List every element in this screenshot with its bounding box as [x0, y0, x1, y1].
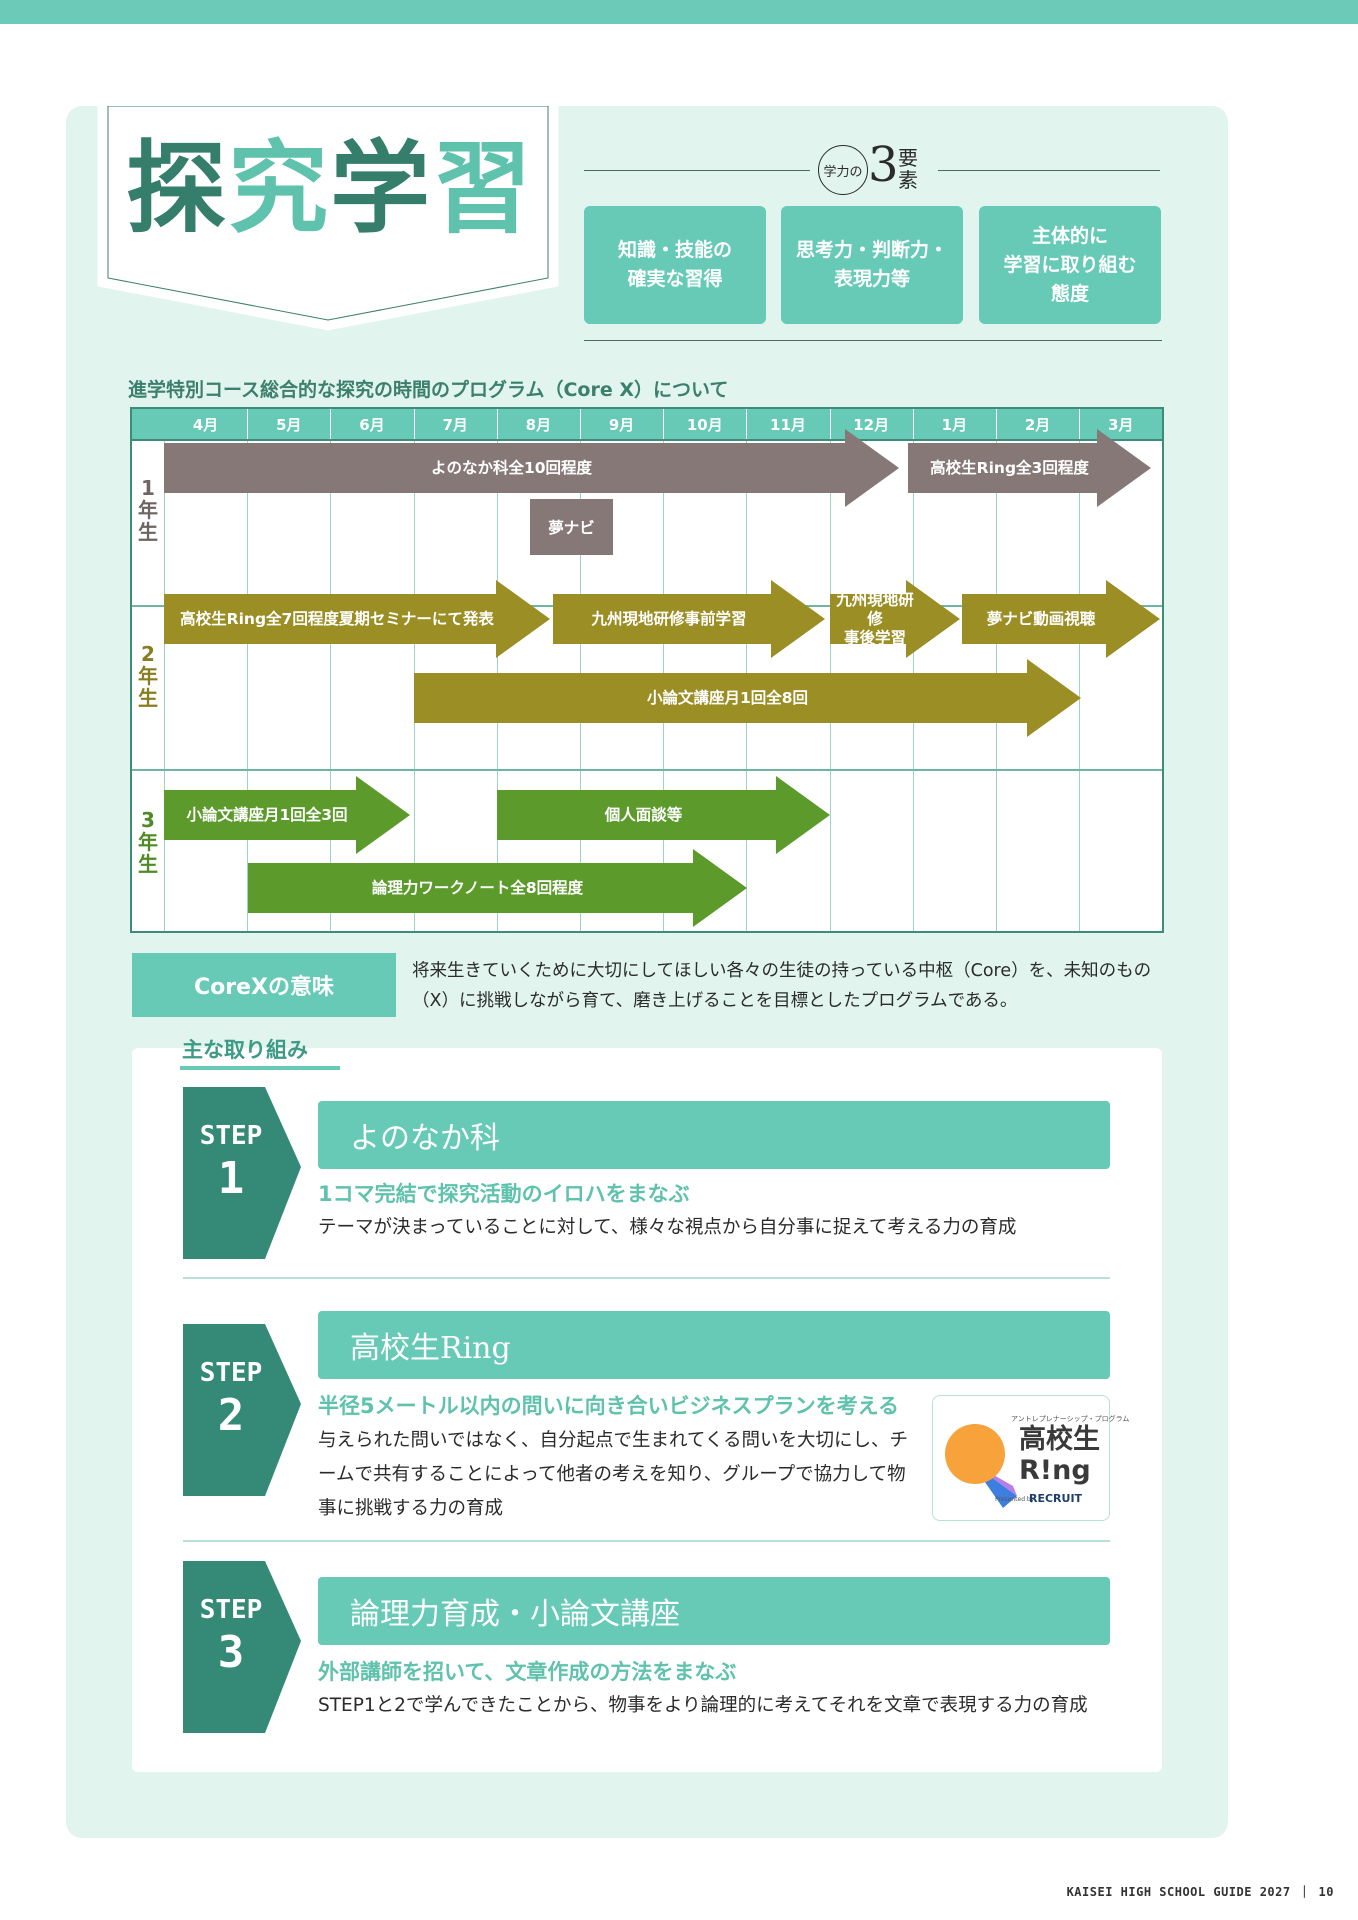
- schedule-bar: 高校生Ring全3回程度: [908, 429, 1151, 507]
- badge-suffix: 要素: [898, 146, 918, 192]
- efforts-title-underline: [180, 1066, 340, 1070]
- step-3-description: STEP1と2で学んできたことから、物事をより論理的に考えてそれを文章で表現する…: [318, 1695, 1088, 1716]
- grid-line: [330, 439, 332, 931]
- elements-rule-right: [938, 170, 1160, 171]
- step-2-subtitle: 半径5メートル以内の問いに向き合いビジネスプランを考える: [318, 1394, 899, 1418]
- schedule-bar-label: 夢ナビ: [548, 519, 595, 537]
- header-divider: [413, 409, 415, 439]
- schedule-bar-label: 九州現地研修事前学習: [591, 609, 747, 628]
- schedule-bar-label: 小論文講座月1回全3回: [186, 805, 348, 824]
- header-divider: [496, 409, 498, 439]
- efforts-title: 主な取り組み: [182, 1038, 308, 1062]
- header-divider: [746, 409, 748, 439]
- step-1-description: テーマが決まっていることに対して、様々な視点から自分事に捉えて考える力の育成: [318, 1217, 1017, 1238]
- schedule-header: [132, 409, 1162, 439]
- month-header: 8月: [525, 415, 552, 434]
- month-header: 2月: [1024, 415, 1051, 434]
- program-title: 進学特別コース総合的な探究の時間のプログラム（Core X）について: [128, 379, 729, 401]
- month-header: 3月: [1108, 415, 1134, 434]
- schedule-bar-label: 個人面談等: [604, 805, 683, 824]
- corex-label: CoreXの意味: [132, 953, 396, 1017]
- badge-circle: 学力の: [818, 145, 868, 195]
- schedule-bar: 高校生Ring全7回程度夏期セミナーにて発表: [164, 580, 550, 658]
- header-divider: [1079, 409, 1081, 439]
- schedule-bar-label: 夢ナビ動画視聴: [986, 609, 1096, 628]
- schedule-bar: 小論文講座月1回全8回: [414, 659, 1081, 737]
- title-banner: [94, 106, 562, 332]
- grid-line: [247, 439, 249, 931]
- header-divider: [829, 409, 831, 439]
- step-3-badge: STEP 3: [183, 1561, 301, 1733]
- month-header: 11月: [770, 415, 806, 434]
- header-divider: [330, 409, 332, 439]
- month-header: 4月: [192, 415, 219, 434]
- schedule-bar-label: 論理力ワークノート全8回程度: [371, 878, 584, 897]
- header-rule: [132, 439, 1162, 441]
- elements-rule-left: [584, 170, 810, 171]
- schedule-bar-label: 高校生Ring全3回程度: [930, 458, 1089, 477]
- month-header: 5月: [276, 415, 302, 434]
- step-3-subtitle: 外部講師を招いて、文章作成の方法をまなぶ: [318, 1660, 737, 1684]
- year-label-2: 2 年 生: [138, 642, 158, 710]
- badge-number: 3: [868, 137, 899, 193]
- month-header: 9月: [608, 415, 635, 434]
- month-header: 7月: [442, 415, 468, 434]
- step-2-title: 高校生Ring: [318, 1311, 1110, 1379]
- year-label-1: 1 年 生: [138, 476, 158, 544]
- header-divider: [580, 409, 581, 439]
- corex-description: 将来生きていくために大切にしてほしい各々の生徒の持っている中枢（Core）を、未…: [412, 961, 1152, 1011]
- step-2-badge: STEP 2: [183, 1324, 301, 1496]
- step-divider-1: [183, 1277, 1110, 1279]
- schedule-bar-label: 小論文講座月1回全8回: [646, 688, 809, 707]
- step-3-title: 論理力育成・小論文講座: [318, 1577, 1110, 1645]
- header-divider: [996, 409, 997, 439]
- grid-line: [1079, 439, 1081, 931]
- step-2-description: 与えられた問いではなく、自分起点で生まれてくる問いを大切にし、チームで共有するこ…: [318, 1430, 908, 1519]
- year-label-3: 3 年 生: [138, 808, 158, 876]
- element-box-thinking: 思考力・判断力・ 表現力等: [781, 206, 963, 324]
- header-divider: [247, 409, 249, 439]
- footer: KAISEI HIGH SCHOOL GUIDE 2027 ｜ 10: [1066, 1885, 1334, 1899]
- element-box-knowledge: 知識・技能の 確実な習得: [584, 206, 766, 324]
- row-divider-2: [132, 769, 1162, 771]
- schedule-bar-label: よのなか科全10回程度: [430, 458, 593, 477]
- step-1-title: よのなか科: [318, 1101, 1110, 1169]
- month-header: 10月: [686, 415, 723, 434]
- month-header: 12月: [853, 415, 890, 434]
- schedule-bar-label: 九州現地研修 事後学習: [836, 590, 914, 647]
- element-box-attitude: 主体的に 学習に取り組む 態度: [979, 206, 1161, 324]
- ring-logo: アントレプレナーシップ・プログラム 高校生 R!ng Presented by …: [932, 1395, 1129, 1521]
- header-divider: [912, 409, 914, 439]
- month-header: 1月: [941, 415, 968, 434]
- step-1-badge: STEP 1: [183, 1087, 301, 1259]
- schedule-bar: 九州現地研修 事後学習: [830, 580, 960, 658]
- header-divider: [663, 409, 665, 439]
- page-title: 探究学習: [126, 129, 534, 247]
- grid-line: [164, 439, 165, 931]
- schedule-bar: 夢ナビ: [530, 499, 613, 555]
- schedule-bar: 夢ナビ動画視聴: [962, 580, 1160, 658]
- schedule-bar: 小論文講座月1回全3回: [164, 776, 410, 854]
- step-divider-2: [183, 1540, 1110, 1542]
- month-header: 6月: [359, 415, 385, 434]
- top-accent-bar: [0, 0, 1358, 24]
- schedule-bar: 九州現地研修事前学習: [553, 580, 825, 658]
- step-1-subtitle: 1コマ完結で探究活動のイロハをまなぶ: [318, 1182, 690, 1206]
- schedule-bar: よのなか科全10回程度: [164, 429, 899, 507]
- three-elements-badge: 学力の 3 要素: [818, 137, 938, 199]
- elements-rule-bottom: [584, 340, 1162, 341]
- schedule-bar-label: 高校生Ring全7回程度夏期セミナーにて発表: [180, 609, 494, 628]
